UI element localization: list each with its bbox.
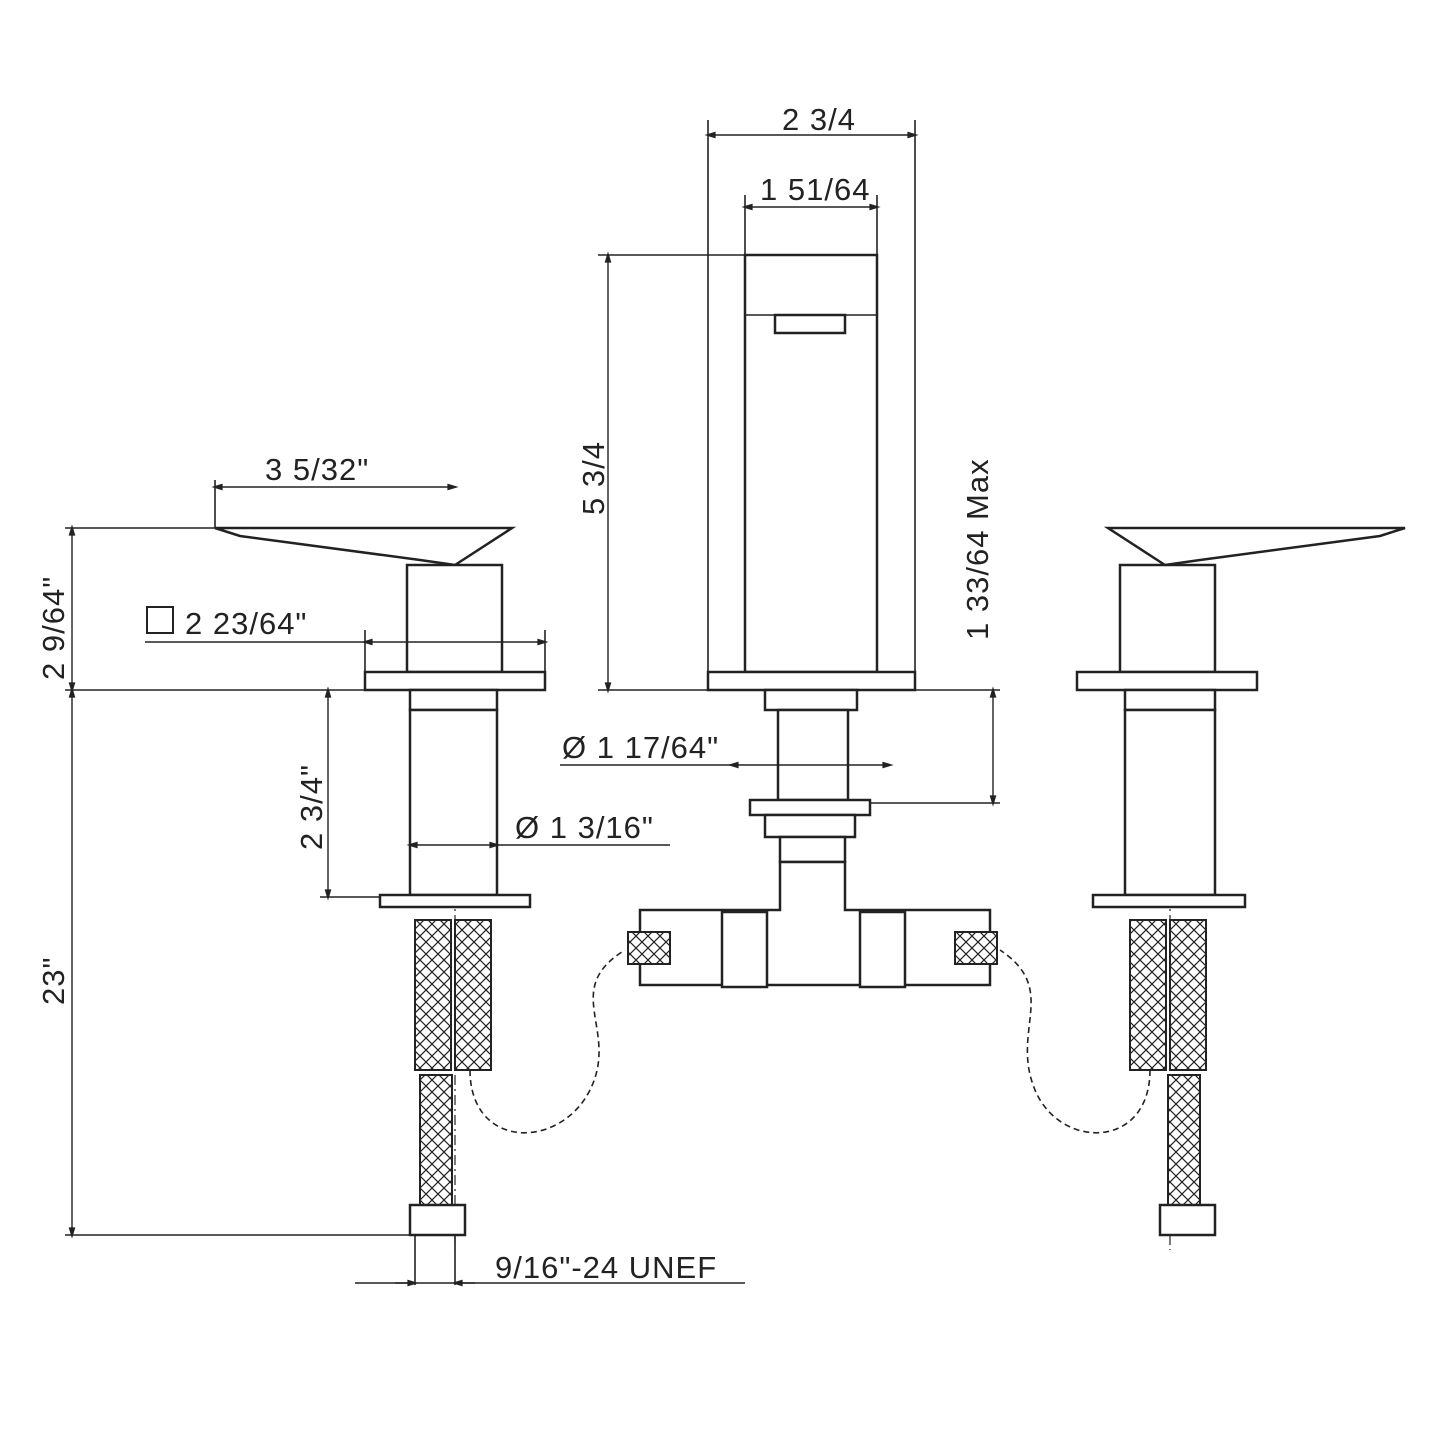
max-deck-label: 1 33/64 Max bbox=[960, 458, 995, 640]
spout-opening-label: 1 51/64 bbox=[760, 172, 870, 207]
left-hose-route bbox=[469, 949, 626, 1134]
handle-shank-length-label: 2 3/4" bbox=[294, 764, 329, 850]
handle-base-label: 2 23/64" bbox=[185, 606, 307, 641]
hose-length-label: 23" bbox=[36, 957, 71, 1006]
left-handle bbox=[214, 526, 547, 1237]
right-hose-route bbox=[999, 949, 1151, 1134]
right-handle bbox=[1075, 526, 1406, 1237]
handle-shank-diameter-label: Ø 1 3/16" bbox=[515, 810, 654, 845]
square-symbol bbox=[146, 606, 174, 634]
spout-width-label: 2 3/4 bbox=[782, 102, 856, 137]
handle-length-label: 3 5/32" bbox=[265, 452, 369, 487]
spout-shank-diameter-label: Ø 1 17/64" bbox=[562, 730, 719, 765]
spout-height-label: 5 3/4 bbox=[576, 441, 611, 515]
handle-height-label: 2 9/64" bbox=[36, 576, 71, 680]
dimension-lines bbox=[65, 120, 1000, 1287]
spout bbox=[627, 253, 998, 989]
thread-label: 9/16"-24 UNEF bbox=[495, 1250, 717, 1285]
